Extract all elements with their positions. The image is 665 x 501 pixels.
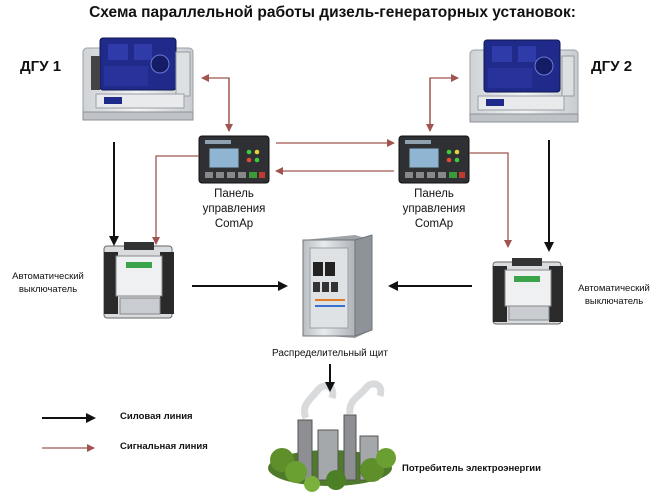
breaker-left-label-line1: Автоматический	[12, 271, 84, 282]
panel-left-label-line1: Панель	[214, 188, 254, 200]
signal-lines	[152, 74, 512, 248]
generator-right	[469, 39, 579, 123]
switchboard-cabinet	[302, 234, 373, 338]
panel-right-label-line2: управления	[402, 203, 466, 215]
power-lines	[109, 140, 554, 392]
breaker-right	[492, 258, 563, 325]
legend-power-label: Силовая линия	[120, 411, 193, 422]
legend-signal-label: Сигнальная линия	[120, 441, 208, 452]
breaker-left	[103, 242, 174, 319]
control-panel-right	[398, 135, 470, 184]
legend-lines	[42, 413, 96, 452]
breaker-right-label-line2: выключатель	[584, 296, 644, 307]
generator-left-label: ДГУ 1	[20, 58, 62, 75]
breaker-right-label: Автоматический выключатель	[568, 282, 660, 308]
panel-right-label: Панель управления ComAp	[389, 187, 479, 232]
panel-left-label-line2: управления	[202, 203, 266, 215]
control-panel-left	[198, 135, 270, 184]
panel-right-label-line3: ComAp	[414, 218, 454, 230]
breaker-left-label: Автоматический выключатель	[2, 270, 94, 296]
diagram-title: Схема параллельной работы дизель-генерат…	[89, 4, 576, 21]
consumer-label: Потребитель электроэнергии	[402, 463, 541, 474]
breaker-left-label-line2: выключатель	[18, 284, 78, 295]
generator-right-label: ДГУ 2	[591, 58, 633, 75]
generator-left	[82, 37, 194, 121]
panel-right-label-line1: Панель	[414, 188, 454, 200]
panel-left-label: Панель управления ComAp	[189, 187, 279, 232]
consumer-plant	[268, 380, 396, 492]
switchboard-label: Распределительный щит	[272, 348, 388, 359]
breaker-right-label-line1: Автоматический	[578, 283, 650, 294]
panel-left-label-line3: ComAp	[214, 218, 254, 230]
